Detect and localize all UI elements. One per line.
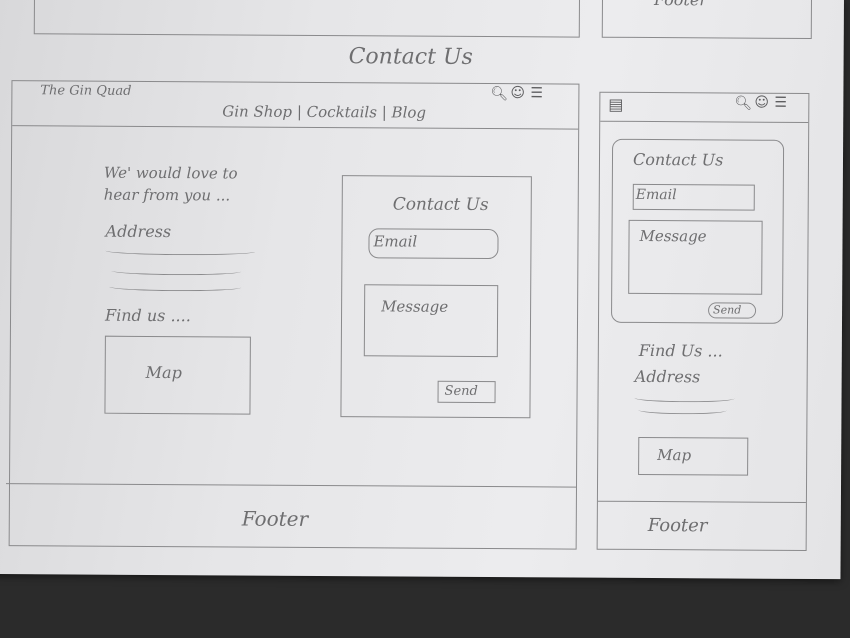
mobile-map-label: Map (657, 446, 692, 465)
send-label: Send (444, 383, 478, 399)
mobile-send-button[interactable]: Send (708, 302, 757, 319)
map-label: Map (145, 362, 182, 383)
cart-icon[interactable]: ☰ (530, 85, 544, 102)
email-field[interactable]: Email (368, 228, 499, 260)
mobile-email-field[interactable]: Email (632, 183, 755, 211)
nav-separator: | (381, 103, 387, 122)
address-line (111, 265, 242, 276)
mobile-footer-label: Footer (647, 515, 708, 537)
nav-item-gin-shop[interactable]: Gin Shop (222, 102, 293, 121)
mobile-form-title: Contact Us (632, 149, 724, 170)
message-field[interactable]: Message (363, 284, 499, 358)
nav-bar: Gin Shop | Cocktails | Blog (222, 102, 426, 121)
form-title: Contact Us (392, 194, 489, 216)
menu-icon[interactable]: ▤ (608, 94, 624, 114)
sketch-paper: Footer Contact Us The Gin Quad 🔍︎ ☺ ☰ Gi… (0, 0, 844, 580)
find-us-label: Find us .... (104, 305, 191, 326)
header-divider (12, 125, 579, 130)
cart-icon[interactable]: ☰ (774, 94, 787, 111)
mobile-address-line (634, 392, 735, 403)
search-icon[interactable]: 🔍︎ (490, 86, 509, 103)
send-button[interactable]: Send (437, 380, 496, 404)
mobile-header-divider (600, 120, 809, 123)
desktop-frame: The Gin Quad 🔍︎ ☺ ☰ Gin Shop | Cocktails… (6, 80, 580, 550)
user-icon[interactable]: ☺ (510, 85, 526, 102)
address-line (105, 245, 256, 256)
nav-item-cocktails[interactable]: Cocktails (306, 102, 378, 122)
brand-logo[interactable]: The Gin Quad (40, 83, 132, 99)
nav-separator: | (296, 102, 302, 121)
contact-form: Contact Us Email Message Send (340, 175, 532, 419)
message-placeholder: Message (381, 297, 449, 316)
mobile-email-placeholder: Email (635, 186, 677, 204)
mobile-footer-divider (597, 500, 806, 503)
user-icon[interactable]: ☺ (754, 94, 770, 111)
email-placeholder: Email (373, 232, 418, 251)
mobile-address-line (638, 404, 727, 415)
footer-label: Footer (241, 506, 309, 531)
mobile-frame: ▤ 🔍︎ ☺ ☰ Contact Us Email Message Send F… (596, 91, 810, 551)
mobile-address-label: Address (634, 366, 701, 387)
address-line (109, 281, 242, 292)
mobile-map-placeholder[interactable]: Map (638, 436, 749, 476)
previous-desktop-frame (33, 0, 581, 38)
section-title: Contact Us (348, 44, 473, 70)
mobile-send-label: Send (713, 303, 742, 317)
nav-item-blog[interactable]: Blog (391, 103, 427, 122)
previous-footer-label: Footer (654, 0, 707, 9)
search-icon[interactable]: 🔍︎ (734, 95, 753, 112)
intro-text-line2: hear from you ... (103, 185, 231, 205)
address-label: Address (105, 221, 172, 242)
mobile-find-us-label: Find Us ... (638, 340, 723, 361)
mobile-message-field[interactable]: Message (628, 219, 763, 295)
intro-text-line1: We' would love to (103, 163, 238, 183)
mobile-contact-form: Contact Us Email Message Send (611, 138, 785, 324)
footer-divider (6, 483, 577, 488)
mobile-message-placeholder: Message (639, 226, 707, 246)
map-placeholder[interactable]: Map (104, 335, 251, 415)
